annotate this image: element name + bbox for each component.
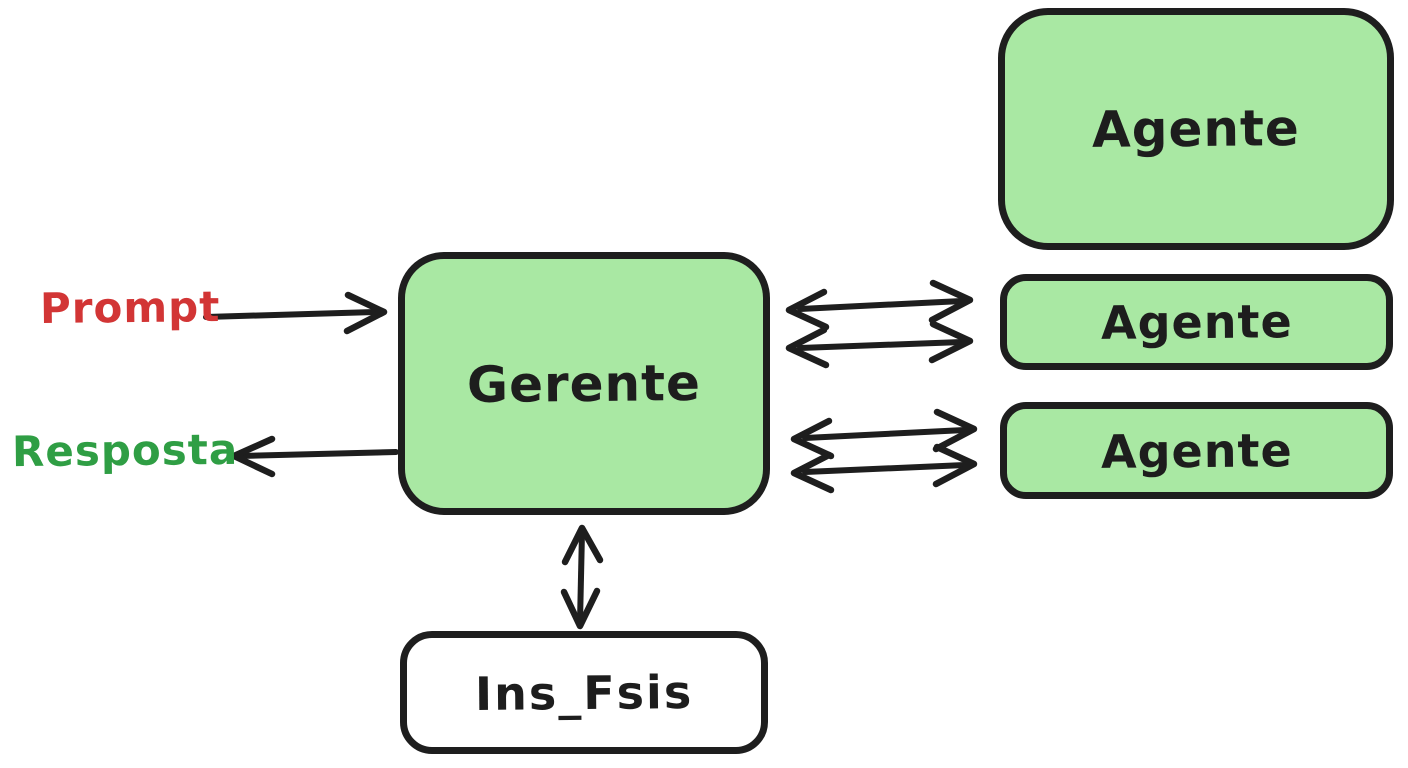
- resposta-label: Resposta: [11, 424, 239, 477]
- prompt-to-gerente-arrow: [203, 291, 388, 335]
- agente-middle-node: Agente: [1000, 274, 1393, 370]
- gerente-agente-middle-arrow-1: [785, 279, 974, 331]
- agente-top-node: Agente: [998, 8, 1394, 250]
- gerente-agente-bottom-arrow-1: [790, 408, 978, 460]
- gerente-agente-middle-arrow-2: [785, 320, 974, 369]
- agente-bottom-node: Agente: [1000, 402, 1393, 499]
- agente-bottom-node-label: Agente: [1100, 422, 1293, 479]
- gerente-node-label: Gerente: [466, 353, 702, 414]
- gerente-node: Gerente: [398, 252, 770, 515]
- agente-middle-node-label: Agente: [1100, 294, 1293, 350]
- ins-fsis-node-label: Ins_Fsis: [474, 664, 694, 721]
- agente-top-node-label: Agente: [1091, 99, 1301, 159]
- gerente-agente-bottom-arrow-2: [790, 443, 978, 494]
- gerente-insfsis-arrow: [560, 524, 604, 630]
- prompt-label: Prompt: [39, 282, 221, 333]
- gerente-to-resposta-arrow: [230, 435, 399, 478]
- ins-fsis-node: Ins_Fsis: [400, 631, 768, 754]
